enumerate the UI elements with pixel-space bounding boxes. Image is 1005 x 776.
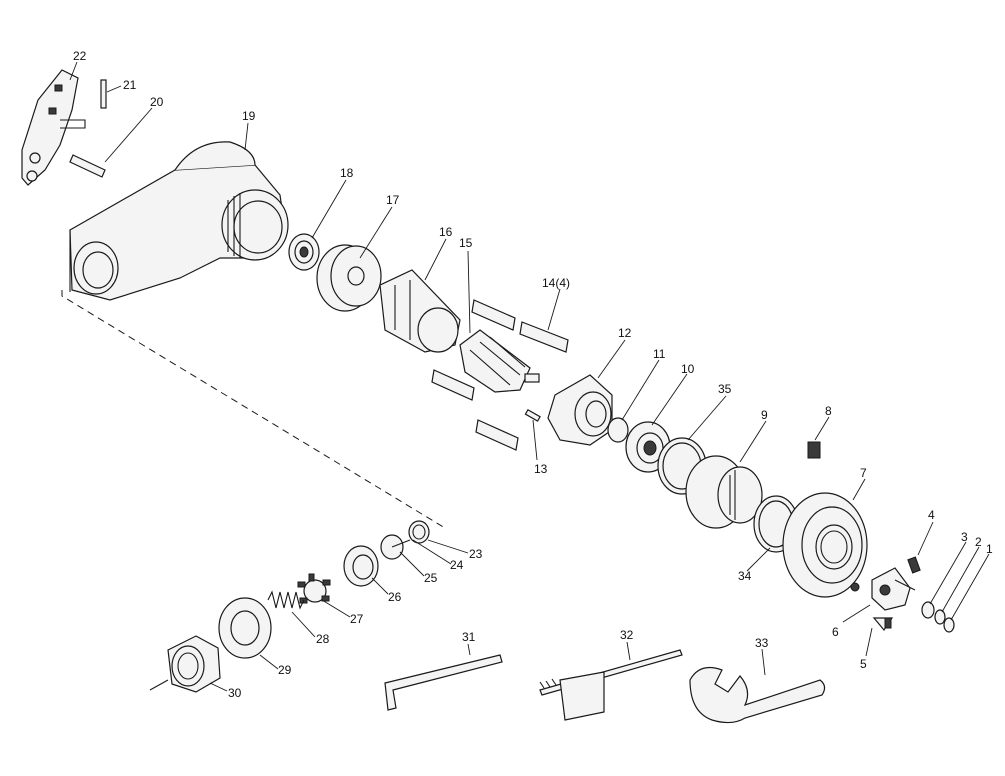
part-26-seat	[343, 545, 379, 587]
callout-11: 11	[653, 347, 666, 361]
part-17-end-plate	[316, 244, 382, 312]
part-22-bracket	[21, 69, 86, 186]
part-19-housing	[69, 141, 289, 301]
leader-lines	[69, 61, 990, 692]
part-12-end-plate	[547, 374, 613, 446]
callout-24: 24	[450, 558, 464, 572]
callout-30: 30	[228, 686, 242, 700]
part-15-rotor	[459, 329, 540, 393]
part-9-bearing-housing	[685, 455, 763, 529]
callout-6: 6	[832, 625, 839, 639]
callout-32: 32	[620, 628, 634, 642]
callout-13: 13	[534, 462, 548, 476]
part-33-wrench	[689, 667, 826, 724]
callout-20: 20	[150, 95, 164, 109]
part-35-o-ring	[657, 437, 707, 495]
part-28-spring	[267, 590, 305, 610]
callout-5: 5	[860, 657, 867, 671]
callout-35: 35	[718, 382, 732, 396]
callout-31: 31	[462, 630, 476, 644]
part-23-spring-ring	[408, 520, 430, 544]
callout-26: 26	[388, 590, 402, 604]
callout-4: 4	[928, 508, 935, 522]
part-21-pin	[100, 79, 107, 109]
part-14-vanes	[431, 299, 569, 451]
part-7-cover-disc	[782, 492, 868, 598]
callout-25: 25	[424, 571, 438, 585]
part-25-valve	[380, 534, 411, 560]
part-8-set-screw	[807, 441, 821, 459]
callout-29: 29	[278, 663, 292, 677]
part-6-collet-head	[871, 567, 916, 611]
assembly-guide-line	[61, 290, 446, 529]
part-3-washer	[921, 601, 935, 619]
callout-3: 3	[961, 530, 968, 544]
callout-2: 2	[975, 535, 982, 549]
callouts: 1 2 3 4 5 6 7 8 9 10 11 12 13 14(4) 15 1…	[73, 49, 993, 700]
part-11-spacer	[607, 417, 629, 443]
part-29-gasket	[218, 597, 272, 659]
callout-7: 7	[860, 466, 867, 480]
part-30-inlet-fitting	[149, 635, 221, 693]
callout-16: 16	[439, 225, 453, 239]
part-31-hex-key	[384, 654, 503, 711]
part-13-pin	[524, 408, 541, 422]
part-4-screw	[907, 556, 921, 574]
callout-34: 34	[738, 569, 752, 583]
part-1-nut	[943, 617, 955, 633]
part-32-spanner-tool	[539, 649, 683, 721]
callout-22: 22	[73, 49, 87, 63]
callout-15: 15	[459, 236, 473, 250]
callout-19: 19	[242, 109, 256, 123]
callout-8: 8	[825, 404, 832, 418]
callout-12: 12	[618, 326, 632, 340]
callout-9: 9	[761, 408, 768, 422]
callout-33: 33	[755, 636, 769, 650]
callout-10: 10	[681, 362, 695, 376]
part-18-bearing	[288, 233, 320, 271]
callout-28: 28	[316, 632, 330, 646]
callout-1: 1	[986, 542, 993, 556]
callout-21: 21	[123, 78, 137, 92]
callout-18: 18	[340, 166, 354, 180]
callout-23: 23	[469, 547, 483, 561]
part-2-washer	[934, 609, 946, 625]
callout-14: 14(4)	[542, 276, 570, 290]
part-27-star-valve	[297, 573, 331, 604]
part-20-pin	[69, 154, 106, 178]
part-16-cylinder	[379, 269, 461, 353]
callout-27: 27	[350, 612, 364, 626]
part-5-screw	[884, 617, 892, 629]
callout-17: 17	[386, 193, 400, 207]
part-screw-small	[850, 582, 860, 592]
